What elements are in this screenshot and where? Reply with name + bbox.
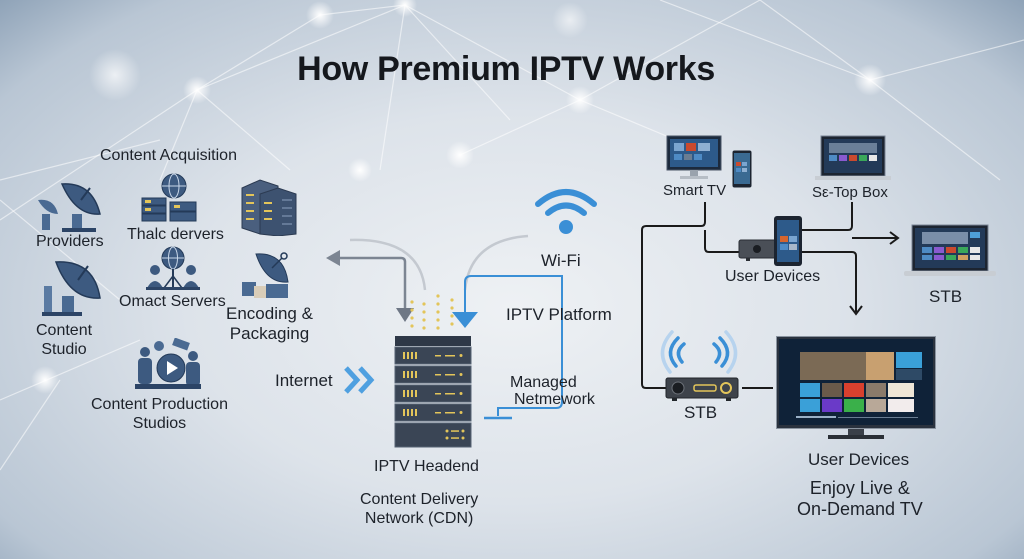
main-tv-icon [776,336,936,439]
content-studio-label-line1: Content [36,322,93,339]
enjoy-label-line2: On-Demand TV [797,499,923,519]
stb-laptop-icon [904,224,996,276]
user-devices-top-label: User Devices [725,268,821,285]
production-label-line1: Content Production [91,396,228,413]
internet-chevron-1 [344,366,361,394]
server-rack-icon [241,179,297,236]
set-top-box-label: Sε-Top Box [812,184,888,201]
arrowhead-right [889,231,900,245]
data-stream-dots [410,294,454,330]
wifi-icon [535,189,597,234]
film-crew-icon [135,338,201,389]
production-label-line2: Studios [132,415,187,432]
laptop-icon [815,135,891,180]
user-devices-bottom-label: User Devices [808,450,910,469]
smarttv-to-stb-line [641,202,706,389]
phone-to-tv-line [800,251,857,312]
platform-line [464,275,563,416]
satellite-dish-icon [38,183,101,232]
encoding-label-line1: Encoding & [226,304,313,323]
gray-arrowhead-down [396,308,414,322]
content-acquisition-heading: Content Acquisition [100,147,237,164]
cdn-label-line1: Content Delivery [360,491,479,508]
settopbox-to-phone-line [800,202,853,231]
internet-label: Internet [275,371,333,390]
iptv-platform-label: IPTV Platform [506,305,612,324]
managed-label-line1: Managed [510,374,577,391]
satellite-dish-icon [42,261,101,316]
satellite-dish-icon [242,252,289,298]
gray-arrow-line [338,256,407,308]
internet-chevron-2 [358,366,375,394]
blue-arrowhead-down [452,312,478,328]
content-production-label: Content Production Studios [91,395,228,433]
faint-curve-left [349,238,427,291]
iptv-headend-server-icon [394,336,472,448]
smart-tv-label: Smart TV [663,182,727,199]
managed-label-line2: Netmework [514,391,595,408]
cdn-label: Content Delivery Network (CDN) [360,490,478,528]
smartphone-icon [732,150,752,188]
stb-laptop-label: STB [929,287,963,306]
wireless-waves-icon [660,330,738,374]
omact-servers-label: Omact Servers [119,293,226,310]
wifi-label: Wi-Fi [541,251,581,270]
stb-box-icon [660,330,739,401]
managed-network-label: Managed Netmework [510,374,595,408]
arrowhead-down [849,305,863,316]
providers-label: Providers [36,233,104,250]
user-devices-icon [738,216,802,266]
globe-users-icon [146,246,200,290]
encoding-packaging-label: Encoding & Packaging [226,304,313,344]
globe-server-icon [141,173,197,222]
smart-tv-icon [666,135,722,179]
smarttv-to-userdevices-line [704,230,740,253]
gray-arrowhead-left [326,250,340,266]
page-title: How Premium IPTV Works [297,50,715,88]
enjoy-label-line1: Enjoy Live & [809,478,910,498]
cdn-label-line2: Network (CDN) [364,510,474,527]
encoding-label-line2: Packaging [229,324,310,343]
content-studio-label-line2: Studio [41,341,87,358]
stb-box-label: STB [684,403,718,422]
content-studio-label: Content Studio [36,321,92,359]
faint-curve-right [463,234,529,291]
thalc-servers-label: Thalc dervers [127,226,224,243]
enjoy-tv-label: Enjoy Live & On-Demand TV [797,478,923,520]
iptv-headend-label: IPTV Headend [374,458,479,475]
